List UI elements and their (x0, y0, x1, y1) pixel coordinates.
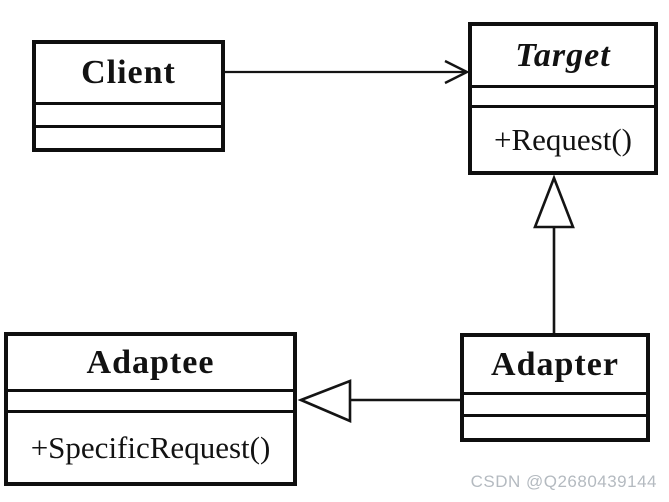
class-box-adapter: Adapter (460, 333, 650, 442)
association-client-to-target (225, 59, 470, 85)
class-attributes-adapter (464, 395, 646, 417)
csdn-watermark: CSDN @Q2680439144 (470, 472, 657, 491)
open-arrowhead-icon (444, 59, 470, 85)
class-method-specificrequest: +SpecificRequest() (30, 429, 271, 465)
hollow-triangle-left-icon (297, 379, 352, 423)
class-name-adapter: Adapter (464, 337, 646, 395)
hollow-triangle-up-icon (533, 174, 575, 229)
class-name-client: Client (36, 44, 221, 105)
class-attributes-client (36, 105, 221, 128)
class-method-request: +Request() (493, 121, 632, 157)
generalization-adapter-to-adaptee (297, 379, 460, 423)
class-methods-adapter (464, 417, 646, 438)
generalization-adapter-to-target (533, 174, 575, 333)
class-attributes-adaptee (8, 392, 293, 413)
class-box-target: Target +Request() (468, 22, 658, 175)
class-name-adaptee: Adaptee (8, 336, 293, 392)
class-attributes-target (472, 88, 654, 108)
class-box-adaptee: Adaptee +SpecificRequest() (4, 332, 297, 486)
class-name-target: Target (472, 26, 654, 88)
class-box-client: Client (32, 40, 225, 152)
class-methods-client (36, 128, 221, 148)
